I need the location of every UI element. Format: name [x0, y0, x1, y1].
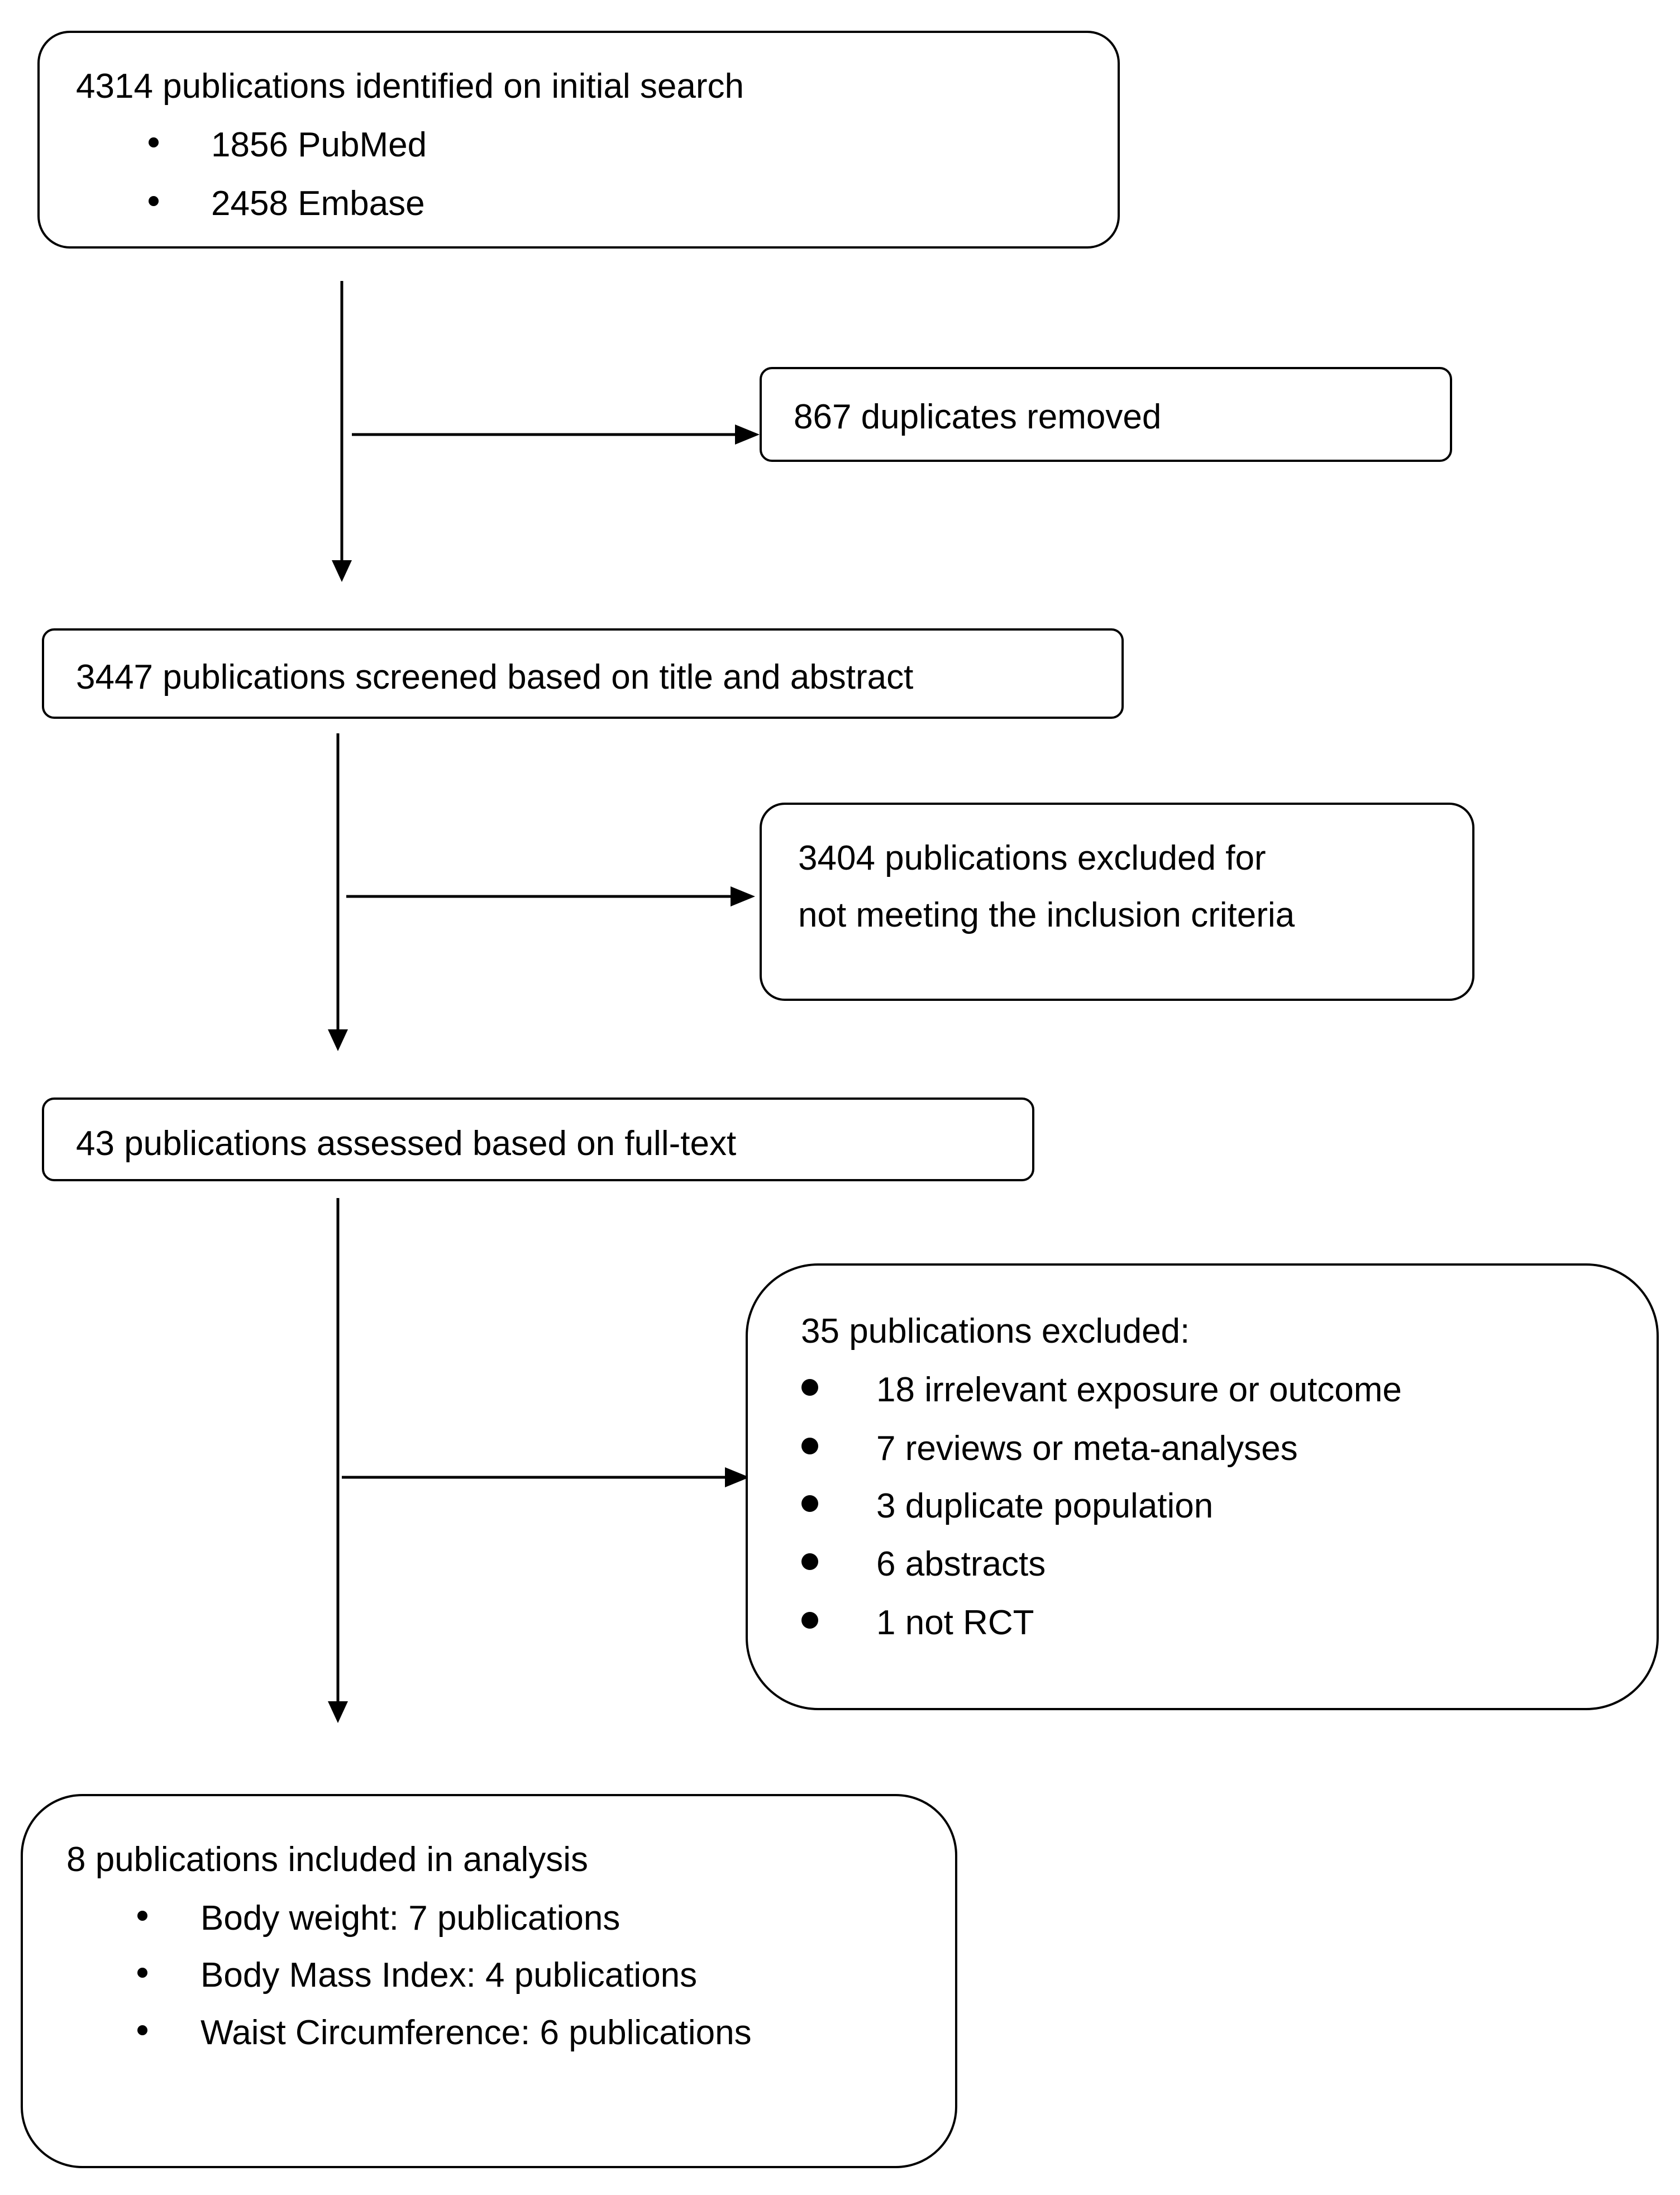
included-item: Body Mass Index: 4 publications [201, 1956, 698, 1994]
bullet-icon [137, 1911, 147, 1921]
arrowhead-right-3 [725, 1467, 750, 1487]
excluded-reason-item: 7 reviews or meta-analyses [876, 1429, 1298, 1468]
screened-text: 3447 publications screened based on titl… [76, 658, 914, 696]
excluded-reason-item: 1 not RCT [876, 1604, 1034, 1642]
bullet-icon [149, 137, 159, 147]
bullet-icon [801, 1495, 818, 1512]
identified-item-pubmed: 1856 PubMed [211, 126, 427, 164]
excluded-screen-line-1: 3404 publications excluded for [798, 839, 1266, 877]
arrowhead-right-1 [735, 424, 760, 445]
excluded-reason-item: 18 irrelevant exposure or outcome [876, 1371, 1402, 1409]
bullet-icon [137, 1968, 147, 1978]
bullet-icon [137, 2025, 147, 2035]
bullet-icon [149, 196, 159, 206]
duplicates-box: 867 duplicates removed [760, 367, 1452, 462]
excluded-screen-line-2: not meeting the inclusion criteria [798, 896, 1295, 934]
identified-box: 4314 publications identified on initial … [37, 31, 1120, 249]
duplicates-text: 867 duplicates removed [794, 398, 1162, 436]
arrowhead-down-2 [328, 1029, 348, 1051]
included-item: Body weight: 7 publications [201, 1899, 621, 1938]
identified-title: 4314 publications identified on initial … [76, 67, 744, 106]
excluded-screen-box: 3404 publications excluded for not meeti… [760, 803, 1474, 1001]
screened-box: 3447 publications screened based on titl… [42, 628, 1124, 719]
excluded-reason-item: 3 duplicate population [876, 1487, 1214, 1525]
included-box: 8 publications included in analysis Body… [21, 1794, 957, 2168]
excluded-reason-item: 6 abstracts [876, 1545, 1046, 1583]
bullet-icon [801, 1612, 818, 1629]
arrowhead-down-1 [332, 560, 352, 582]
bullet-icon [801, 1438, 818, 1454]
excluded-fulltext-title: 35 publications excluded: [801, 1312, 1190, 1351]
included-title: 8 publications included in analysis [66, 1840, 589, 1879]
fulltext-box: 43 publications assessed based on full-t… [42, 1098, 1034, 1181]
bullet-icon [801, 1553, 818, 1570]
included-item: Waist Circumference: 6 publications [201, 2013, 752, 2052]
bullet-icon [801, 1379, 818, 1396]
identified-item-embase: 2458 Embase [211, 184, 425, 223]
fulltext-text: 43 publications assessed based on full-t… [76, 1124, 737, 1163]
excluded-fulltext-box: 35 publications excluded: 18 irrelevant … [746, 1263, 1659, 1710]
arrowhead-down-3 [328, 1701, 348, 1723]
arrowhead-right-2 [731, 886, 755, 906]
